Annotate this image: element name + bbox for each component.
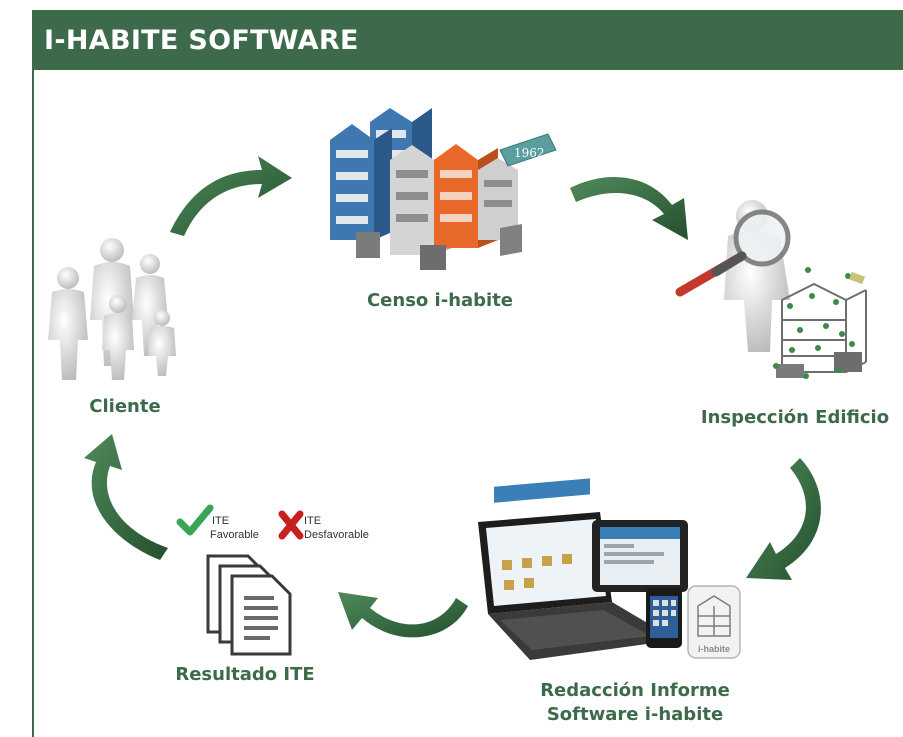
ite-favorable-top: ITE — [212, 515, 229, 527]
arrow-cliente-to-censo — [170, 156, 292, 236]
censo-buildings-illustration: 1962 — [330, 108, 557, 270]
arrow-inspeccion-to-redaccion — [746, 458, 821, 580]
x-mark-icon — [278, 510, 304, 540]
check-icon — [176, 504, 214, 536]
label-censo: Censo i-habite — [366, 290, 514, 311]
arrow-resultado-to-cliente — [84, 434, 168, 560]
i-habite-app-icon: i-habite — [687, 585, 741, 659]
app-icon-label: i-habite — [698, 644, 730, 654]
label-redaccion-line2: Software i-habite — [546, 704, 724, 725]
ite-desfavorable-bottom: Desfavorable — [304, 529, 369, 541]
header-bar: I-HABITE SOFTWARE — [32, 10, 903, 70]
label-cliente: Cliente — [89, 396, 161, 417]
label-redaccion-line1: Redacción Informe — [540, 680, 730, 701]
redaccion-devices-illustration: i-habite — [478, 478, 741, 660]
arrow-redaccion-to-resultado — [338, 592, 468, 638]
label-resultado: Resultado ITE — [175, 664, 315, 685]
ite-favorable-bottom: Favorable — [210, 529, 259, 541]
ite-desfavorable-top: ITE — [304, 515, 321, 527]
arrow-censo-to-inspeccion — [570, 176, 688, 240]
page-title: I-HABITE SOFTWARE — [44, 25, 359, 56]
year-tag: 1962 — [499, 133, 557, 167]
inspeccion-illustration — [675, 200, 867, 379]
resultado-documents-illustration: ITE Favorable ITE Desfavorable — [176, 504, 369, 656]
label-inspeccion: Inspección Edificio — [700, 407, 890, 428]
cliente-family-illustration — [48, 238, 176, 380]
year-tag-text: 1962 — [514, 146, 545, 160]
frame-border — [32, 70, 34, 737]
